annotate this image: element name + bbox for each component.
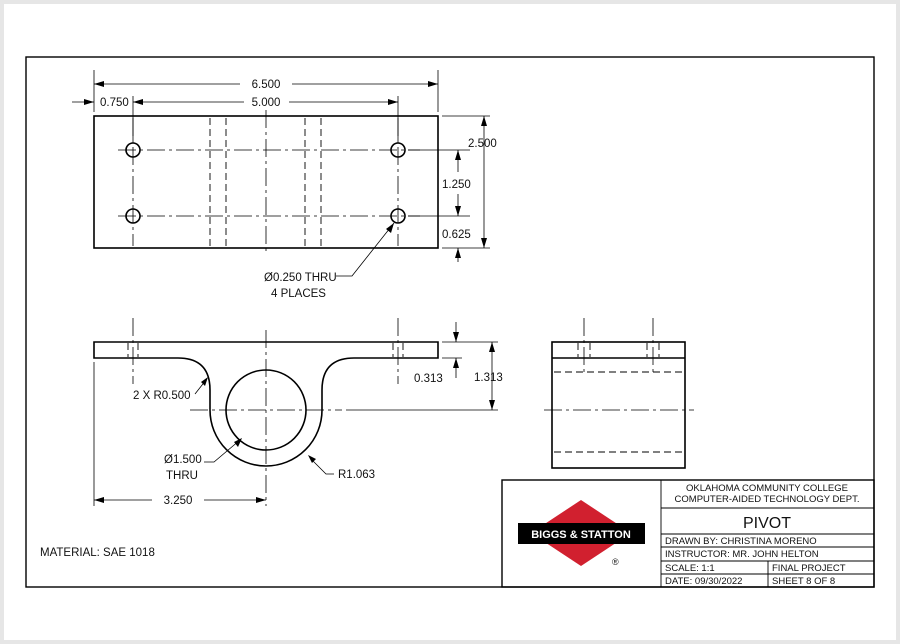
front-view-dimensions: 0.313 1.313 2 X R0.500 Ø1.500 THRU R1.06…: [93, 322, 503, 507]
dim-edge-to-hole-row: 0.625: [442, 229, 471, 241]
mounting-hole: [125, 208, 141, 224]
front-view: [93, 318, 439, 506]
side-view: [544, 318, 694, 469]
hole-callout-count: 4 PLACES: [271, 288, 326, 300]
hole-callout-size: Ø0.250 THRU: [264, 272, 337, 284]
tb-department: COMPUTER-AIDED TECHNOLOGY DEPT.: [675, 494, 860, 505]
dim-edge-to-hole: 0.750: [100, 97, 129, 109]
tb-instructor: INSTRUCTOR: MR. JOHN HELTON: [665, 549, 819, 560]
drawing-border: [25, 56, 875, 588]
dim-outer-radius: R1.063: [338, 469, 375, 481]
logo-registered-mark: ®: [612, 557, 619, 567]
mounting-hole: [125, 142, 141, 158]
mounting-hole: [390, 208, 406, 224]
dim-center-height: 1.313: [474, 372, 503, 384]
tb-school: OKLAHOMA COMMUNITY COLLEGE: [686, 483, 848, 494]
dim-bore-offset: 3.250: [164, 495, 193, 507]
dim-bore-thru: THRU: [166, 470, 198, 482]
top-view-dimensions: 6.500 0.750 5.000 2.500 1.250 0.625: [72, 70, 497, 300]
side-view-outline: [551, 341, 686, 469]
dim-hole-row-spacing: 1.250: [442, 179, 471, 191]
tb-drawn-by: DRAWN BY: CHRISTINA MORENO: [665, 536, 817, 547]
dim-fillet-radius: 2 X R0.500: [133, 390, 191, 402]
tb-project: FINAL PROJECT: [772, 563, 846, 574]
dim-overall-length: 6.500: [252, 79, 281, 91]
dim-hole-spacing: 5.000: [252, 97, 281, 109]
front-view-outline: [93, 341, 439, 467]
tb-part-name: PIVOT: [743, 515, 791, 532]
dim-overall-width: 2.500: [468, 138, 497, 150]
logo-text: BIGGS & STATTON: [531, 529, 631, 541]
tb-scale: SCALE: 1:1: [665, 563, 715, 574]
tb-date: DATE: 09/30/2022: [665, 576, 742, 587]
dim-bore-size: Ø1.500: [164, 454, 202, 466]
mounting-hole: [390, 142, 406, 158]
material-note: MATERIAL: SAE 1018: [40, 547, 155, 559]
biggs-statton-logo: BIGGS & STATTON ®: [518, 500, 645, 567]
tb-sheet: SHEET 8 OF 8: [772, 576, 835, 587]
top-view: [93, 110, 439, 254]
dim-plate-thickness: 0.313: [414, 373, 443, 385]
title-block: BIGGS & STATTON ® OKLAHOMA COMMUNITY COL…: [501, 479, 875, 588]
